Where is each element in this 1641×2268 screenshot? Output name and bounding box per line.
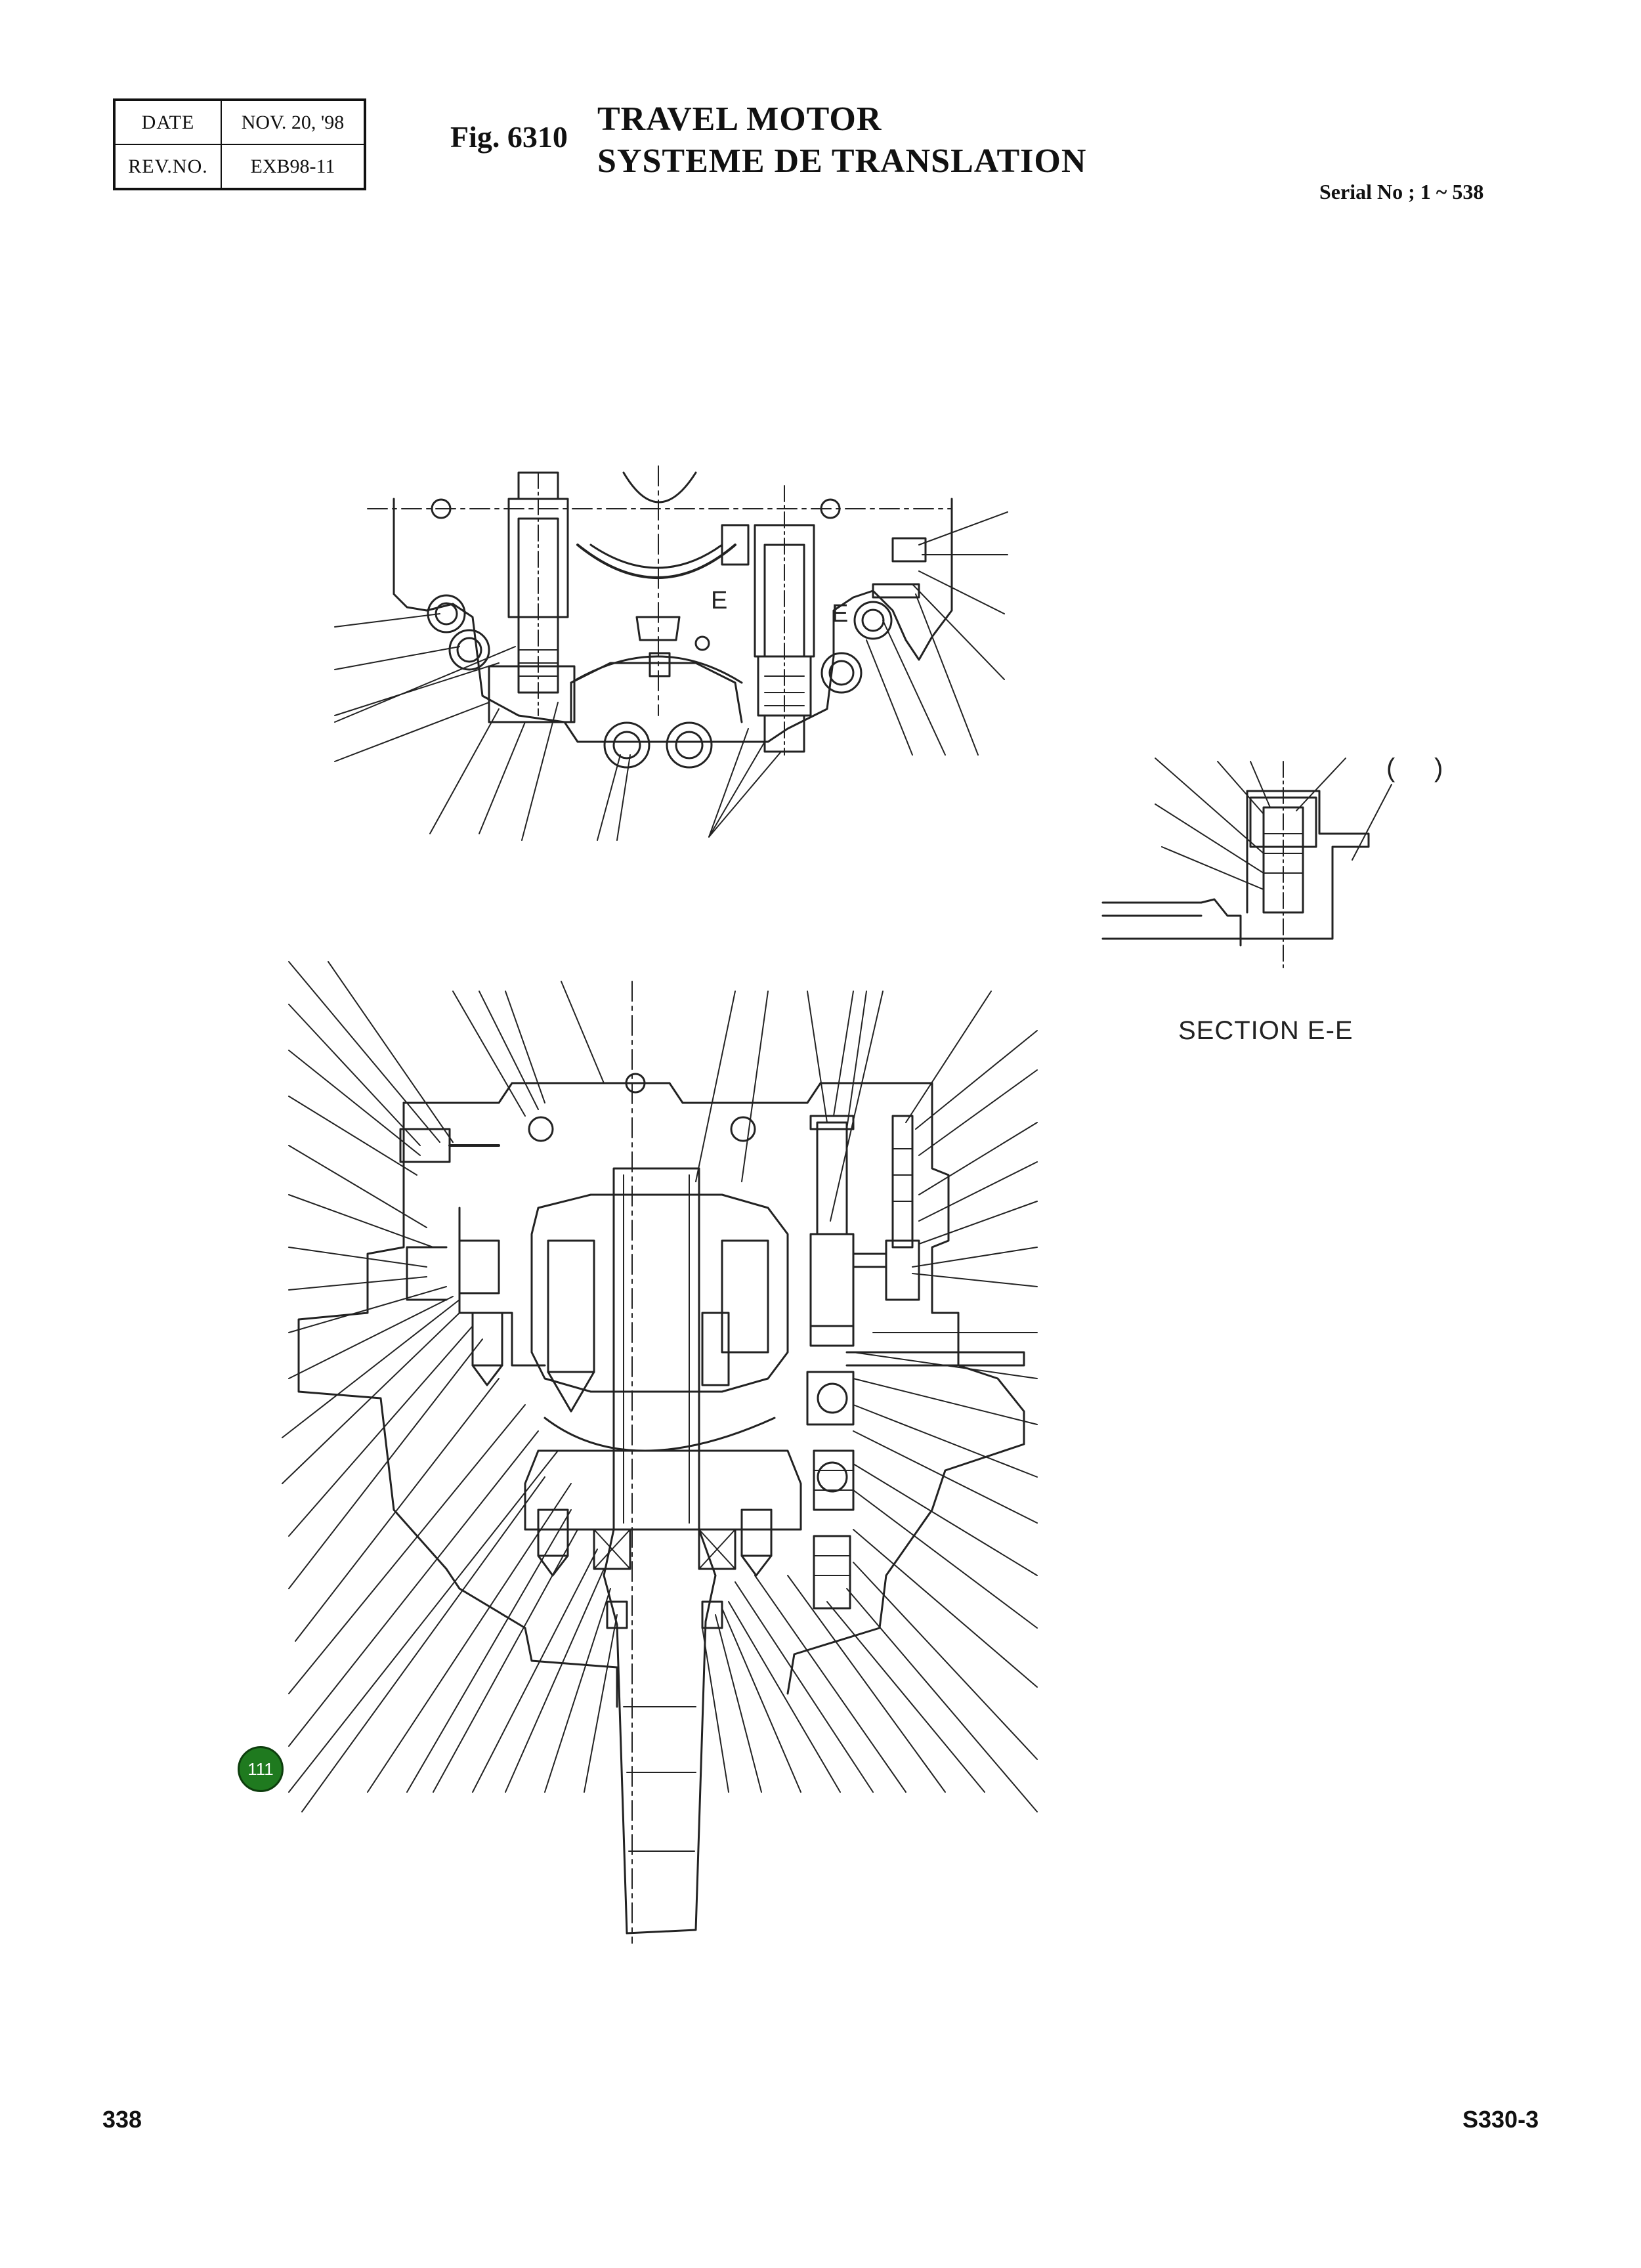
main-cross-section <box>297 981 1025 1944</box>
view-mark-e-right: E <box>832 600 849 628</box>
page-number: 338 <box>102 2106 142 2133</box>
section-e-e-label: SECTION E-E <box>1178 1016 1353 1045</box>
section-e-e-view <box>1101 758 1392 972</box>
section-note-paren-open: ( <box>1386 754 1396 782</box>
title-french: SYSTEME DE TRANSLATION <box>597 142 1087 180</box>
revision-value: EXB98-11 <box>221 144 366 190</box>
model-code: S330-3 <box>1462 2106 1539 2133</box>
part-callout-111[interactable]: 111 <box>238 1746 284 1792</box>
revision-row: REV.NO. EXB98-11 <box>114 144 366 190</box>
view-mark-e-left: E <box>711 587 728 614</box>
callout-leader-lines <box>282 961 1038 1812</box>
top-view <box>334 465 1008 841</box>
serial-range: Serial No ; 1 ~ 538 <box>1319 180 1484 203</box>
title-english: TRAVEL MOTOR <box>597 100 882 138</box>
date-label: DATE <box>114 99 222 145</box>
revision-label: REV.NO. <box>114 144 222 190</box>
date-row: DATE NOV. 20, '98 <box>114 99 366 145</box>
revision-info-table: DATE NOV. 20, '98 REV.NO. EXB98-11 <box>113 98 366 190</box>
section-note-paren-close: ) <box>1434 754 1443 782</box>
date-value: NOV. 20, '98 <box>221 99 366 145</box>
figure-number: Fig. 6310 <box>450 120 568 154</box>
